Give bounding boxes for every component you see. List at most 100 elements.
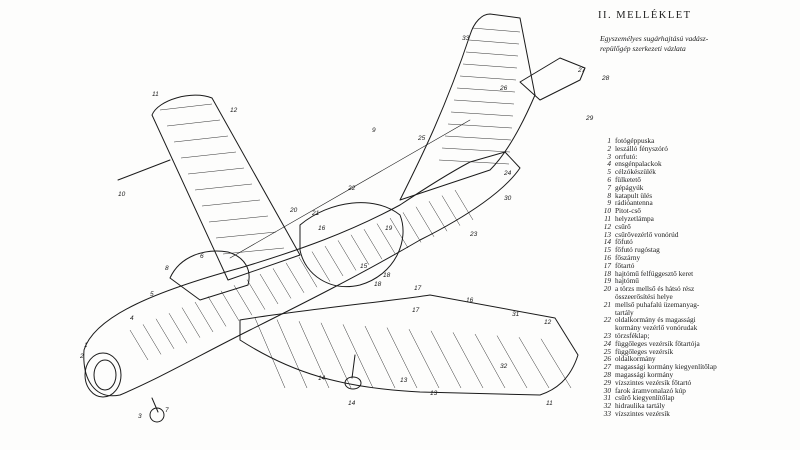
legend-item: 21 mellső puhafalú üzemanyag- (598, 299, 798, 309)
structure-line (298, 321, 330, 389)
legend-item-number: 4 (607, 159, 611, 169)
structure-line (194, 183, 253, 191)
legend-item-text: vízszintes vezérsík (615, 408, 670, 418)
legend-item-number: 15 (603, 245, 611, 255)
legend-item-text: magassági kormány kiegyenlítőlap (615, 362, 717, 372)
pitot-tube (117, 159, 171, 181)
structure-line (364, 325, 396, 389)
structure-line (233, 285, 253, 316)
main-gear (344, 354, 362, 390)
callout-label: 16 (466, 297, 474, 304)
structure-line (215, 231, 277, 239)
callout-label: 17 (412, 307, 420, 314)
structure-line (459, 75, 517, 81)
callout-label: 27 (577, 67, 586, 74)
legend-item-number: 12 (603, 221, 611, 231)
structure-line (222, 247, 285, 255)
callout-label: 21 (311, 210, 320, 217)
structure-line (471, 27, 521, 33)
legend-item-number: 17 (603, 260, 611, 270)
legend-item-text: hajtómű (615, 276, 639, 286)
structure-line (129, 329, 149, 361)
tail-fin-outline (399, 13, 536, 201)
structure-line (386, 327, 418, 389)
legend-item-text: farok áramvonalazó kúp (615, 385, 686, 395)
callout-label: 1 (84, 342, 88, 349)
structure-line (415, 206, 435, 237)
structure-line (220, 290, 240, 321)
legend-item-number: 32 (603, 401, 611, 411)
legend-item-number: 7 (607, 182, 611, 192)
legend-item: 7 gépágyúk (598, 182, 798, 192)
structure-line (208, 215, 269, 223)
structure-line (454, 189, 474, 221)
callout-label: 2 (79, 353, 84, 360)
legend-item-text: főszárny (615, 252, 641, 262)
structure-line (447, 123, 513, 129)
legend-item-text: katapult ülés (615, 190, 653, 200)
structure-line (438, 159, 510, 165)
callout-label: 29 (585, 115, 594, 122)
structure-line (350, 234, 370, 265)
legend-item-text: hidraulika tartály (615, 401, 666, 411)
legend-item-text: rádióantenna (615, 198, 653, 208)
callout-label: 11 (152, 91, 159, 98)
callout-label: 10 (118, 191, 126, 198)
legend-item-text: csűrő kiegyenlítőlap (615, 393, 675, 403)
legend-item-text: ensgénpalackok (615, 159, 662, 169)
legend-item: 5 célzókészülék (598, 168, 798, 176)
lower-wing-outline (239, 294, 579, 396)
legend-item-text: célzókészülék (615, 167, 656, 177)
structure-line (408, 329, 440, 389)
callout-label: 11 (546, 400, 553, 407)
legend-item-number: 11 (604, 213, 611, 223)
legend-item-number: 18 (603, 268, 611, 278)
legend-item-number: 20 (603, 284, 611, 294)
legend-item-number: 21 (603, 299, 611, 309)
legend-item-text: mellső puhafalú üzemanyag- (615, 299, 700, 309)
structure-line (496, 335, 528, 389)
legend-item-text: a törzs mellső és hátsó rész (615, 284, 695, 294)
legend-item-text: gépágyúk (615, 182, 644, 192)
legend-item-text: főtartó (615, 260, 635, 270)
legend-item-text: helyzetlámpa (615, 213, 654, 223)
callout-label: 20 (289, 207, 298, 214)
callout-label: 9 (372, 127, 376, 134)
structure-line (468, 39, 520, 45)
legend-item-number: 24 (603, 338, 611, 348)
structure-line (187, 167, 245, 175)
structure-line (194, 301, 214, 333)
callout-label: 18 (383, 272, 391, 279)
legend-item-number: 28 (603, 369, 611, 379)
legend-title: II. MELLÉKLET (598, 10, 692, 21)
legend-item: 11 helyzetlámpa (598, 215, 798, 223)
structure-line (155, 318, 175, 349)
structure-line (389, 217, 409, 249)
structure-line (276, 319, 308, 389)
callout-label: 4 (130, 315, 134, 322)
structure-line (201, 199, 261, 207)
legend-item-text: fotógéppuska (615, 136, 655, 145)
callout-label: 7 (165, 407, 169, 414)
legend-item-number: 26 (603, 354, 611, 364)
legend-item-number: 22 (603, 315, 611, 325)
structure-line (142, 324, 162, 355)
structure-line (166, 119, 221, 127)
legend-item-number: 5 (607, 167, 611, 177)
structure-line (430, 330, 462, 389)
structure-line (444, 135, 512, 141)
callout-label: 24 (503, 170, 512, 177)
